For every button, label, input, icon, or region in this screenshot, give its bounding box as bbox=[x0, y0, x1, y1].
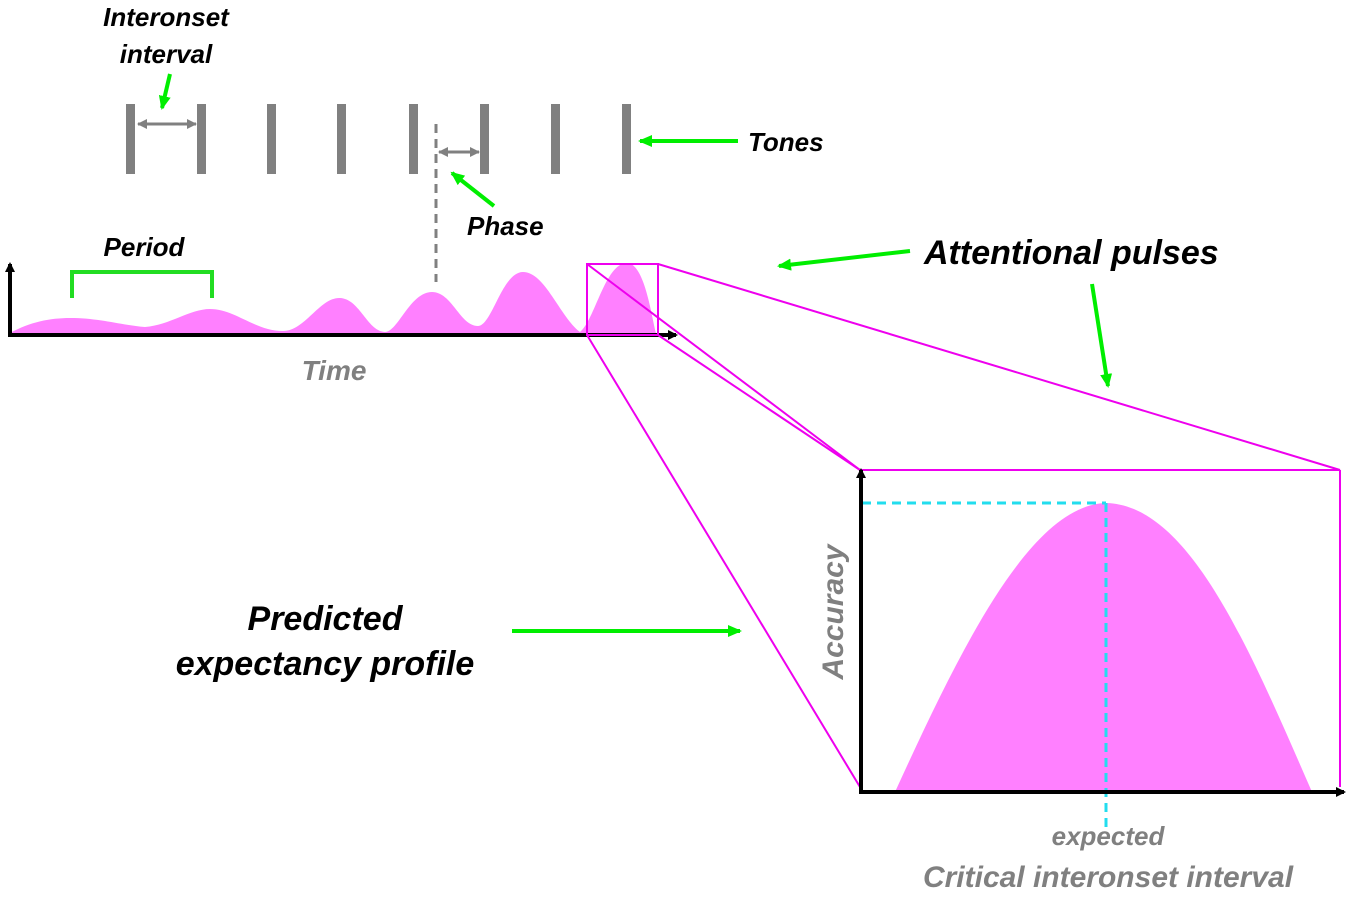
phase-pointer-arrow bbox=[450, 171, 496, 208]
period-bracket bbox=[70, 270, 214, 298]
expected-label: expected bbox=[1052, 821, 1166, 851]
zoom-connector bbox=[586, 263, 1341, 788]
interonset-label-line1: Interonset bbox=[103, 2, 230, 32]
tones-label: Tones bbox=[748, 127, 824, 157]
time-axis-label: Time bbox=[302, 355, 367, 386]
tone-mark bbox=[480, 104, 489, 174]
tone-mark bbox=[267, 104, 276, 174]
tone-mark bbox=[622, 104, 631, 174]
predicted-profile-label-line1: Predicted bbox=[248, 600, 404, 638]
pulses-pointer-arrow-down bbox=[1090, 283, 1113, 388]
tone-mark bbox=[409, 104, 418, 174]
pulses-pointer-arrow-left bbox=[777, 249, 911, 271]
period-label: Period bbox=[104, 232, 186, 262]
expectancy-profile-area bbox=[895, 503, 1312, 792]
tone-mark bbox=[551, 104, 560, 174]
attentional-pulses-label: Attentional pulses bbox=[923, 234, 1219, 272]
interonset-pointer-arrow bbox=[158, 73, 172, 110]
tones-group bbox=[126, 104, 631, 174]
phase-label: Phase bbox=[467, 211, 544, 241]
zoom-source-box bbox=[586, 263, 659, 336]
critical-interval-axis-label: Critical interonset interval bbox=[923, 861, 1294, 894]
predicted-profile-label-line2: expectancy profile bbox=[176, 645, 475, 683]
tone-mark bbox=[126, 104, 135, 174]
accuracy-axis-label: Accuracy bbox=[817, 543, 850, 680]
tone-mark bbox=[197, 104, 206, 174]
interonset-label-line2: interval bbox=[120, 39, 213, 69]
attentional-pulses-area bbox=[10, 263, 656, 333]
tone-mark bbox=[337, 104, 346, 174]
